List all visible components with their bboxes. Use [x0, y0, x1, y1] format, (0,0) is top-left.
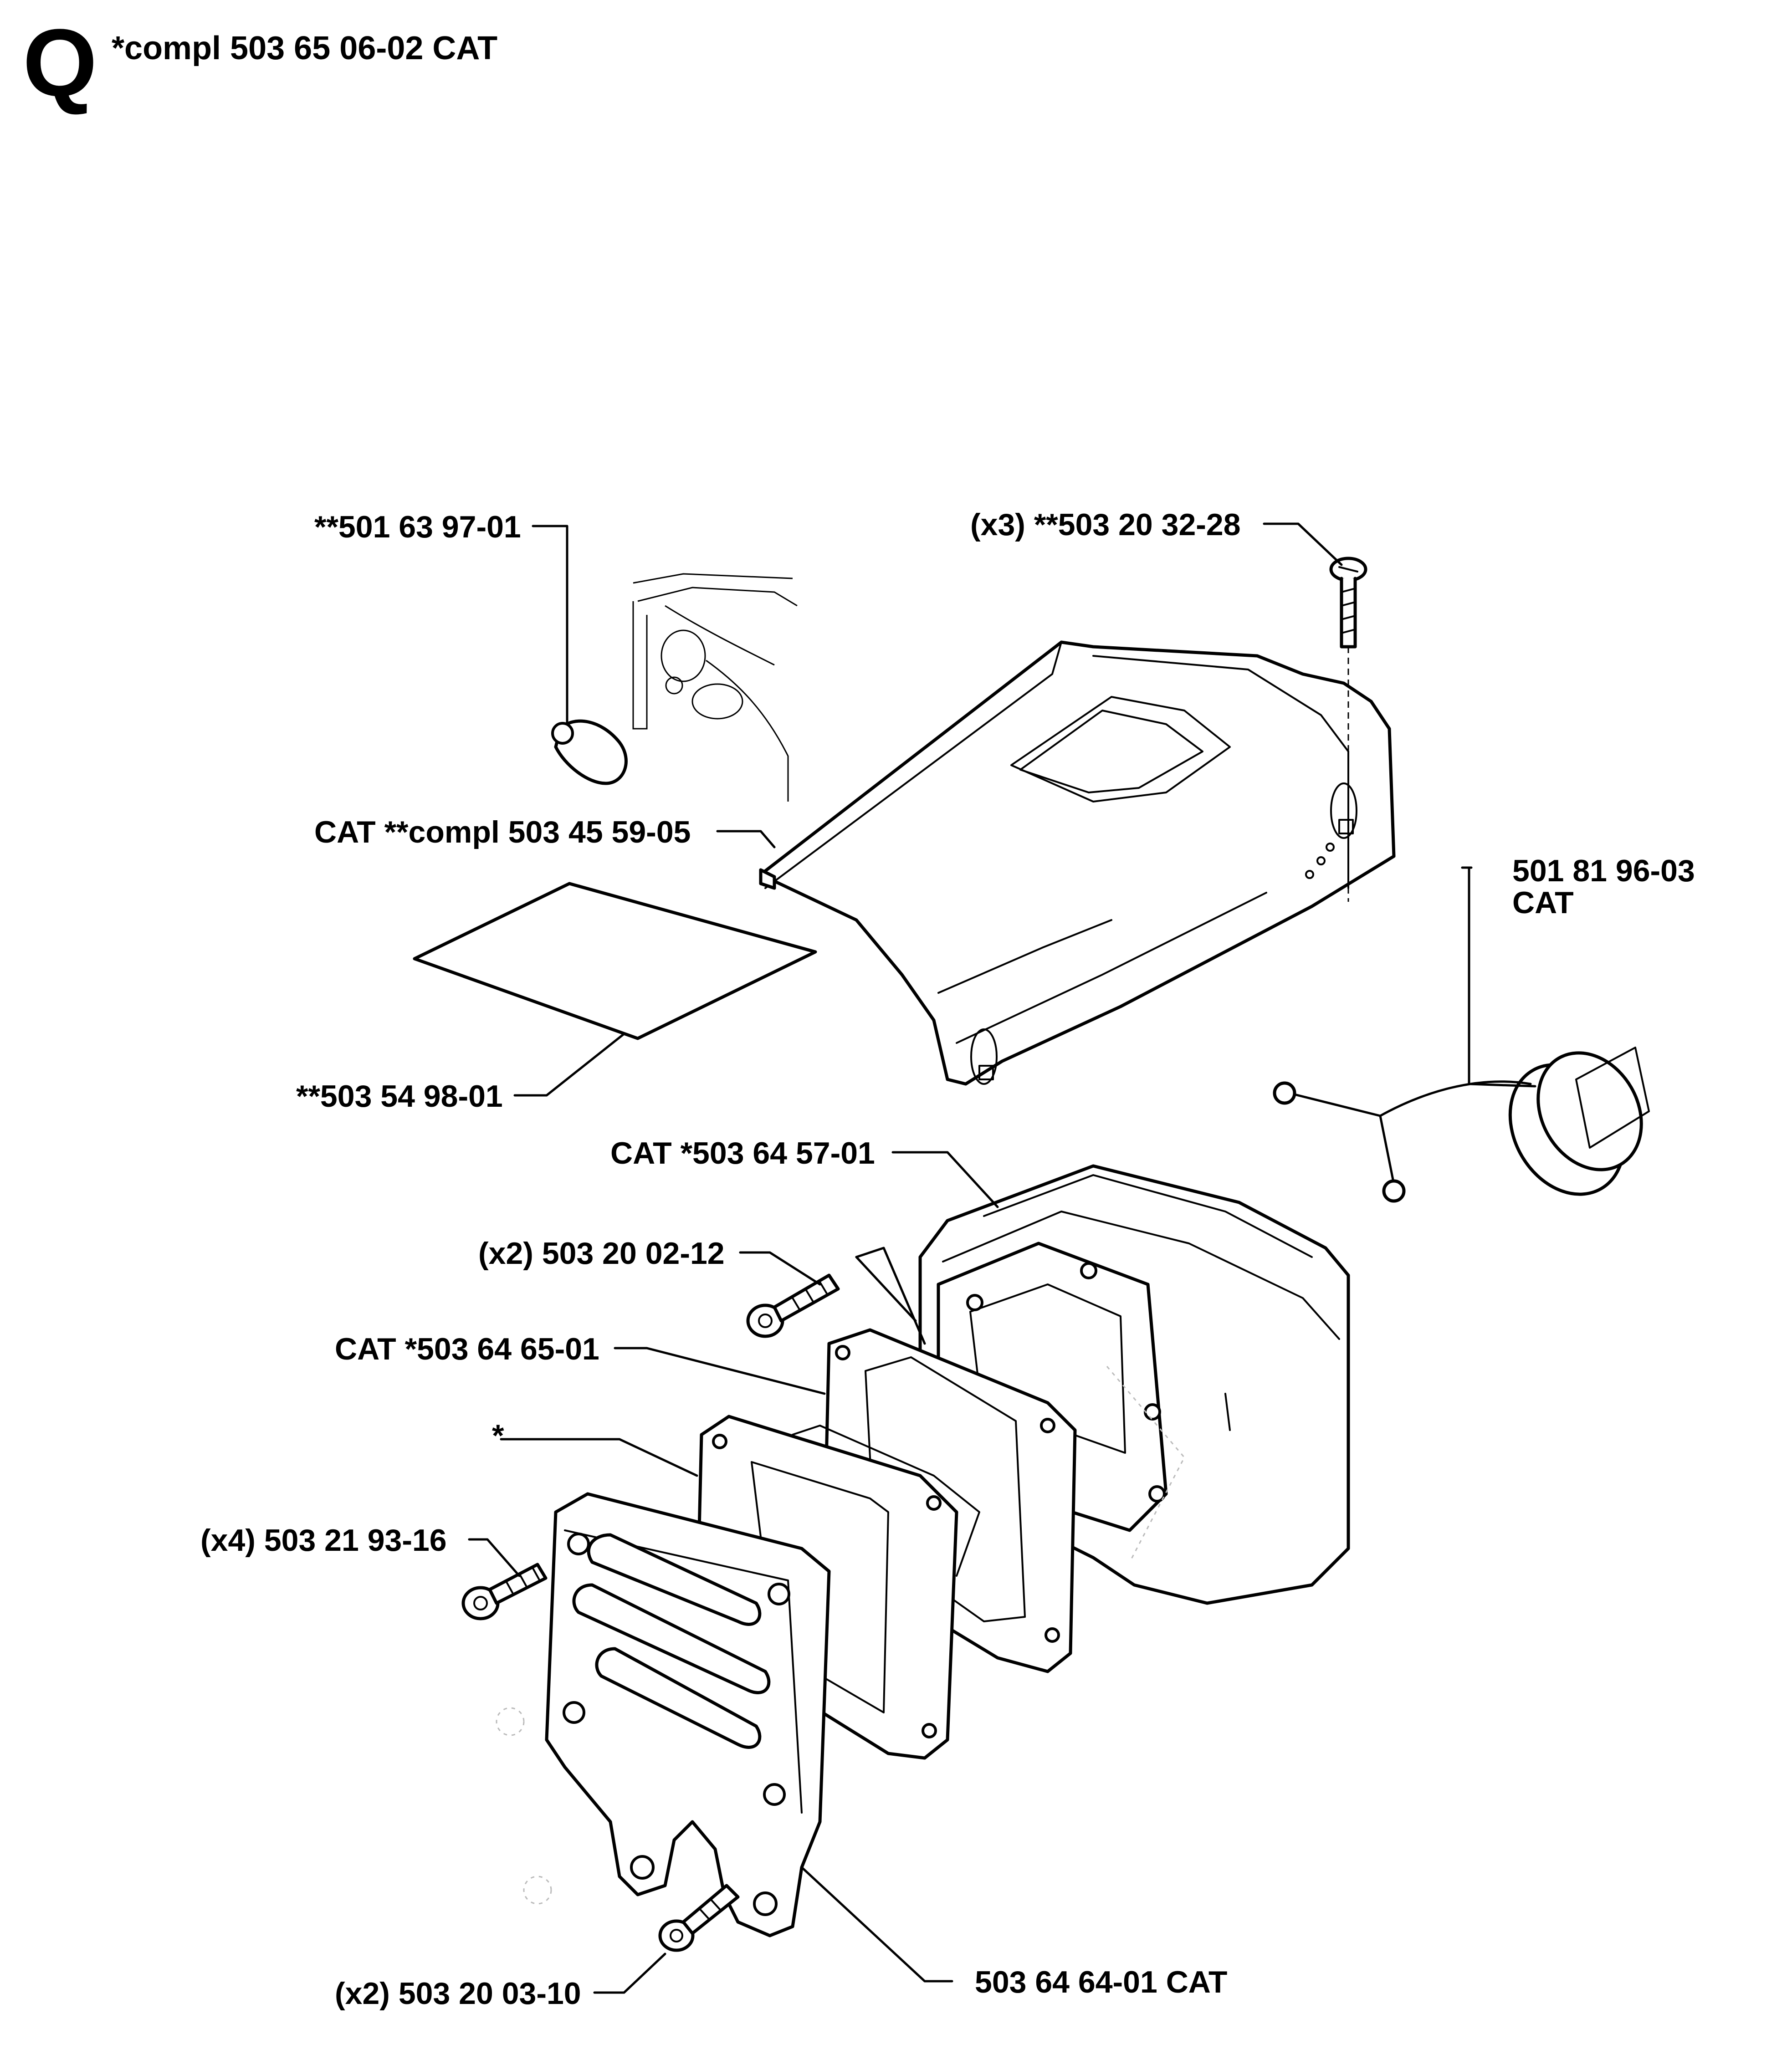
label-plate-screws: (x4) 503 21 93-16 [200, 1523, 447, 1558]
rubber-plug-part [551, 719, 628, 785]
plate-screw-part [461, 1563, 548, 1620]
label-cover: CAT **compl 503 45 59-05 [314, 815, 691, 849]
fuel-cap-part [1273, 1047, 1650, 1203]
label-asterisk-part: * [492, 1418, 504, 1453]
label-sheet: **503 54 98-01 [296, 1079, 503, 1114]
label-upper-screws: (x2) 503 20 02-12 [478, 1236, 725, 1271]
section-letter: Q [23, 9, 97, 116]
label-lower-screws: (x2) 503 20 03-10 [335, 1976, 581, 2011]
label-cover-screws: (x3) **503 20 32-28 [970, 507, 1241, 542]
muffler-screw-upper-part [746, 1273, 840, 1338]
muffler-front-plate-part [496, 1492, 831, 1937]
label-muffler-plate: 503 64 64-01 CAT [975, 1965, 1227, 1999]
label-fuel-cap-number: 501 81 96-03 [1512, 854, 1695, 888]
section-title: *compl 503 65 06-02 CAT [112, 30, 497, 66]
label-plug: **501 63 97-01 [314, 510, 521, 544]
cylinder-cover-part [759, 640, 1396, 1086]
label-muffler-body: CAT *503 64 57-01 [610, 1136, 875, 1171]
label-gasket: CAT *503 64 65-01 [335, 1332, 599, 1366]
engine-context-outline [632, 573, 798, 802]
heat-shield-sheet-part [413, 882, 817, 1040]
label-fuel-cap-cat: CAT [1512, 885, 1574, 920]
leader-lines [468, 522, 1536, 1994]
muffler-screw-lower-part [658, 1884, 740, 1952]
